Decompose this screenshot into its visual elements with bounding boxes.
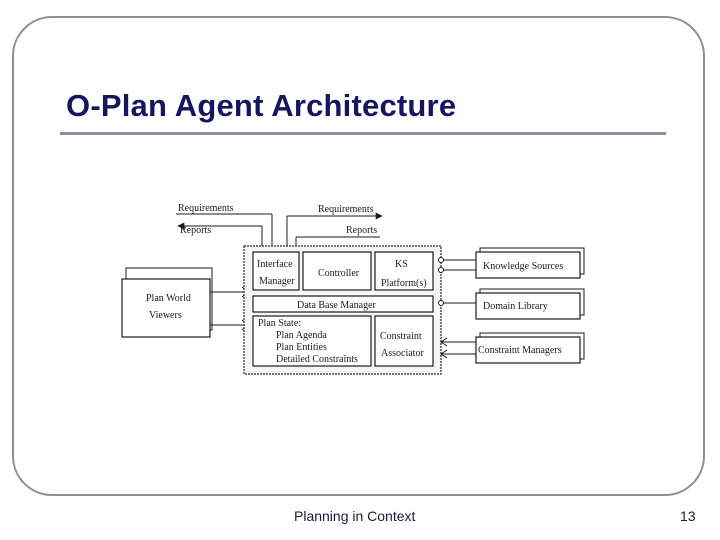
- external-component-label: Domain Library: [483, 301, 548, 312]
- constraint-associator-box: [374, 315, 434, 367]
- plan-state-heading: Plan State:: [258, 318, 301, 329]
- plan-state-item: Plan Entities: [276, 342, 327, 353]
- title-rule: [60, 132, 666, 135]
- external-component-label: Knowledge Sources: [483, 261, 563, 272]
- agent-core: Interface Manager Controller KS Platform…: [243, 245, 442, 375]
- top-right-reports-label: Reports: [346, 225, 377, 236]
- ks-platforms-box: [374, 251, 434, 291]
- slide-frame: [12, 16, 705, 496]
- external-component-label: Constraint Managers: [478, 345, 562, 356]
- top-left-io: Requirements Reports: [176, 203, 276, 255]
- top-left-reports-label: Reports: [180, 225, 211, 236]
- footer-text: Planning in Context: [294, 508, 416, 524]
- ks-platforms-line1: KS: [395, 259, 408, 270]
- external-connectors: [438, 257, 476, 359]
- plan-world-label-line2: Viewers: [149, 310, 182, 321]
- external-components: Knowledge Sources Domain Library Constra…: [475, 247, 585, 364]
- interface-manager-box: [252, 251, 300, 291]
- plan-state-box: [252, 315, 372, 367]
- plan-state-item: Detailed Constraints: [276, 354, 358, 365]
- top-right-requirements-label: Requirements: [318, 204, 374, 215]
- constraint-associator-line2: Associator: [381, 348, 424, 359]
- interface-manager-line1: Interface: [257, 259, 293, 270]
- constraint-managers-box: [475, 336, 581, 364]
- data-base-manager-label: Data Base Manager: [297, 300, 377, 311]
- knowledge-sources-box: [475, 251, 581, 279]
- slide-title: O-Plan Agent Architecture: [66, 88, 457, 123]
- controller-box: [302, 251, 372, 291]
- domain-library-box: [475, 292, 581, 320]
- plan-world-label-line1: Plan World: [146, 293, 191, 304]
- page-number: 13: [680, 508, 696, 524]
- data-base-manager-box: [252, 295, 434, 313]
- top-left-requirements-label: Requirements: [178, 203, 234, 214]
- interface-manager-line2: Manager: [259, 276, 295, 287]
- controller-label: Controller: [318, 268, 360, 279]
- ks-platforms-line2: Platform(s): [381, 278, 427, 289]
- plan-world-viewers: Plan World Viewers: [121, 267, 249, 338]
- constraint-associator-line1: Constraint: [380, 331, 422, 342]
- plan-state-item: Plan Agenda: [276, 330, 327, 341]
